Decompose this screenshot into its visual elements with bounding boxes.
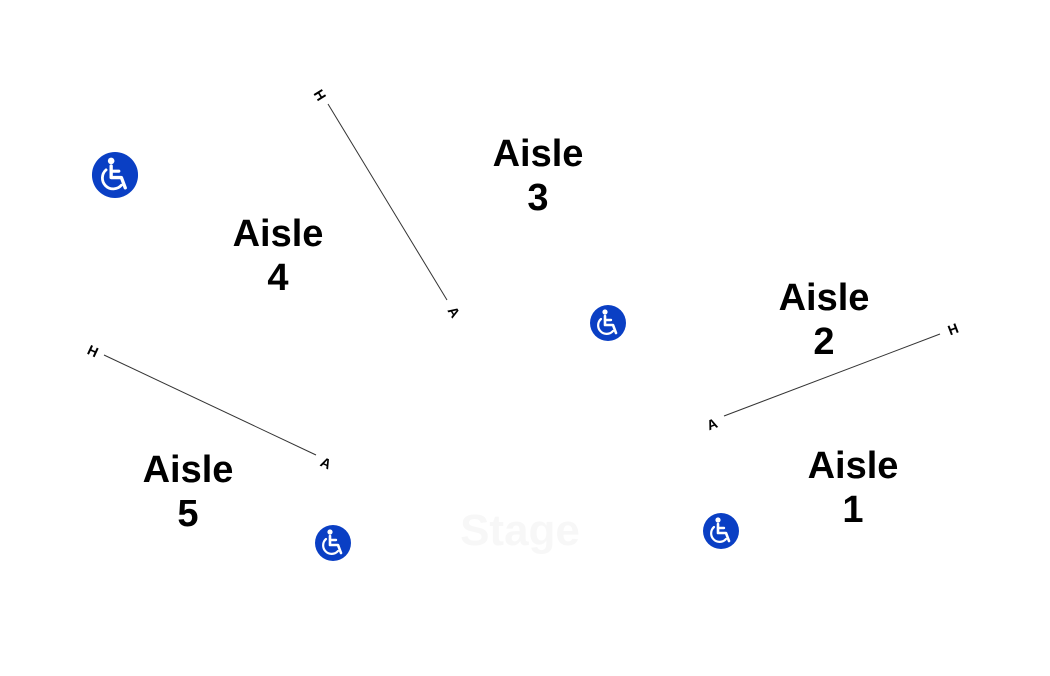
aisle-5-label: Aisle 5: [143, 449, 234, 535]
aisle-1-label: Aisle 1: [808, 445, 899, 531]
row-divider-line: [723, 333, 941, 417]
aisle-word: Aisle: [493, 133, 584, 175]
wheelchair-accessible-icon[interactable]: [90, 150, 140, 200]
aisle-number: 4: [267, 257, 288, 299]
row-start-letter: A: [318, 454, 334, 473]
wheelchair-accessible-icon[interactable]: [313, 523, 353, 563]
aisle-word: Aisle: [808, 445, 899, 487]
aisle-word: Aisle: [143, 449, 234, 491]
row-divider-line: [327, 103, 448, 301]
row-start-letter: A: [445, 303, 464, 320]
aisle-number: 5: [177, 493, 198, 535]
row-end-letter: H: [85, 342, 101, 361]
aisle-4-label: Aisle 4: [233, 213, 324, 299]
row-marker-line-aisle-3-4: H A: [311, 86, 464, 320]
aisle-3-label: Aisle 3: [493, 133, 584, 219]
aisle-number: 3: [527, 177, 548, 219]
wheelchair-accessible-icon[interactable]: [701, 511, 741, 551]
row-marker-line-aisle-1-2: A H: [704, 320, 960, 434]
row-divider-line: [103, 354, 317, 456]
aisle-word: Aisle: [233, 213, 324, 255]
aisle-number: 1: [842, 489, 863, 531]
aisle-2-label: Aisle 2: [779, 277, 870, 363]
row-start-letter: A: [704, 415, 719, 434]
aisle-word: Aisle: [779, 277, 870, 319]
stage-label: Stage: [460, 506, 580, 555]
aisle-number: 2: [813, 321, 834, 363]
wheelchair-accessible-icon[interactable]: [588, 303, 628, 343]
row-end-letter: H: [311, 86, 330, 103]
row-end-letter: H: [945, 320, 960, 339]
